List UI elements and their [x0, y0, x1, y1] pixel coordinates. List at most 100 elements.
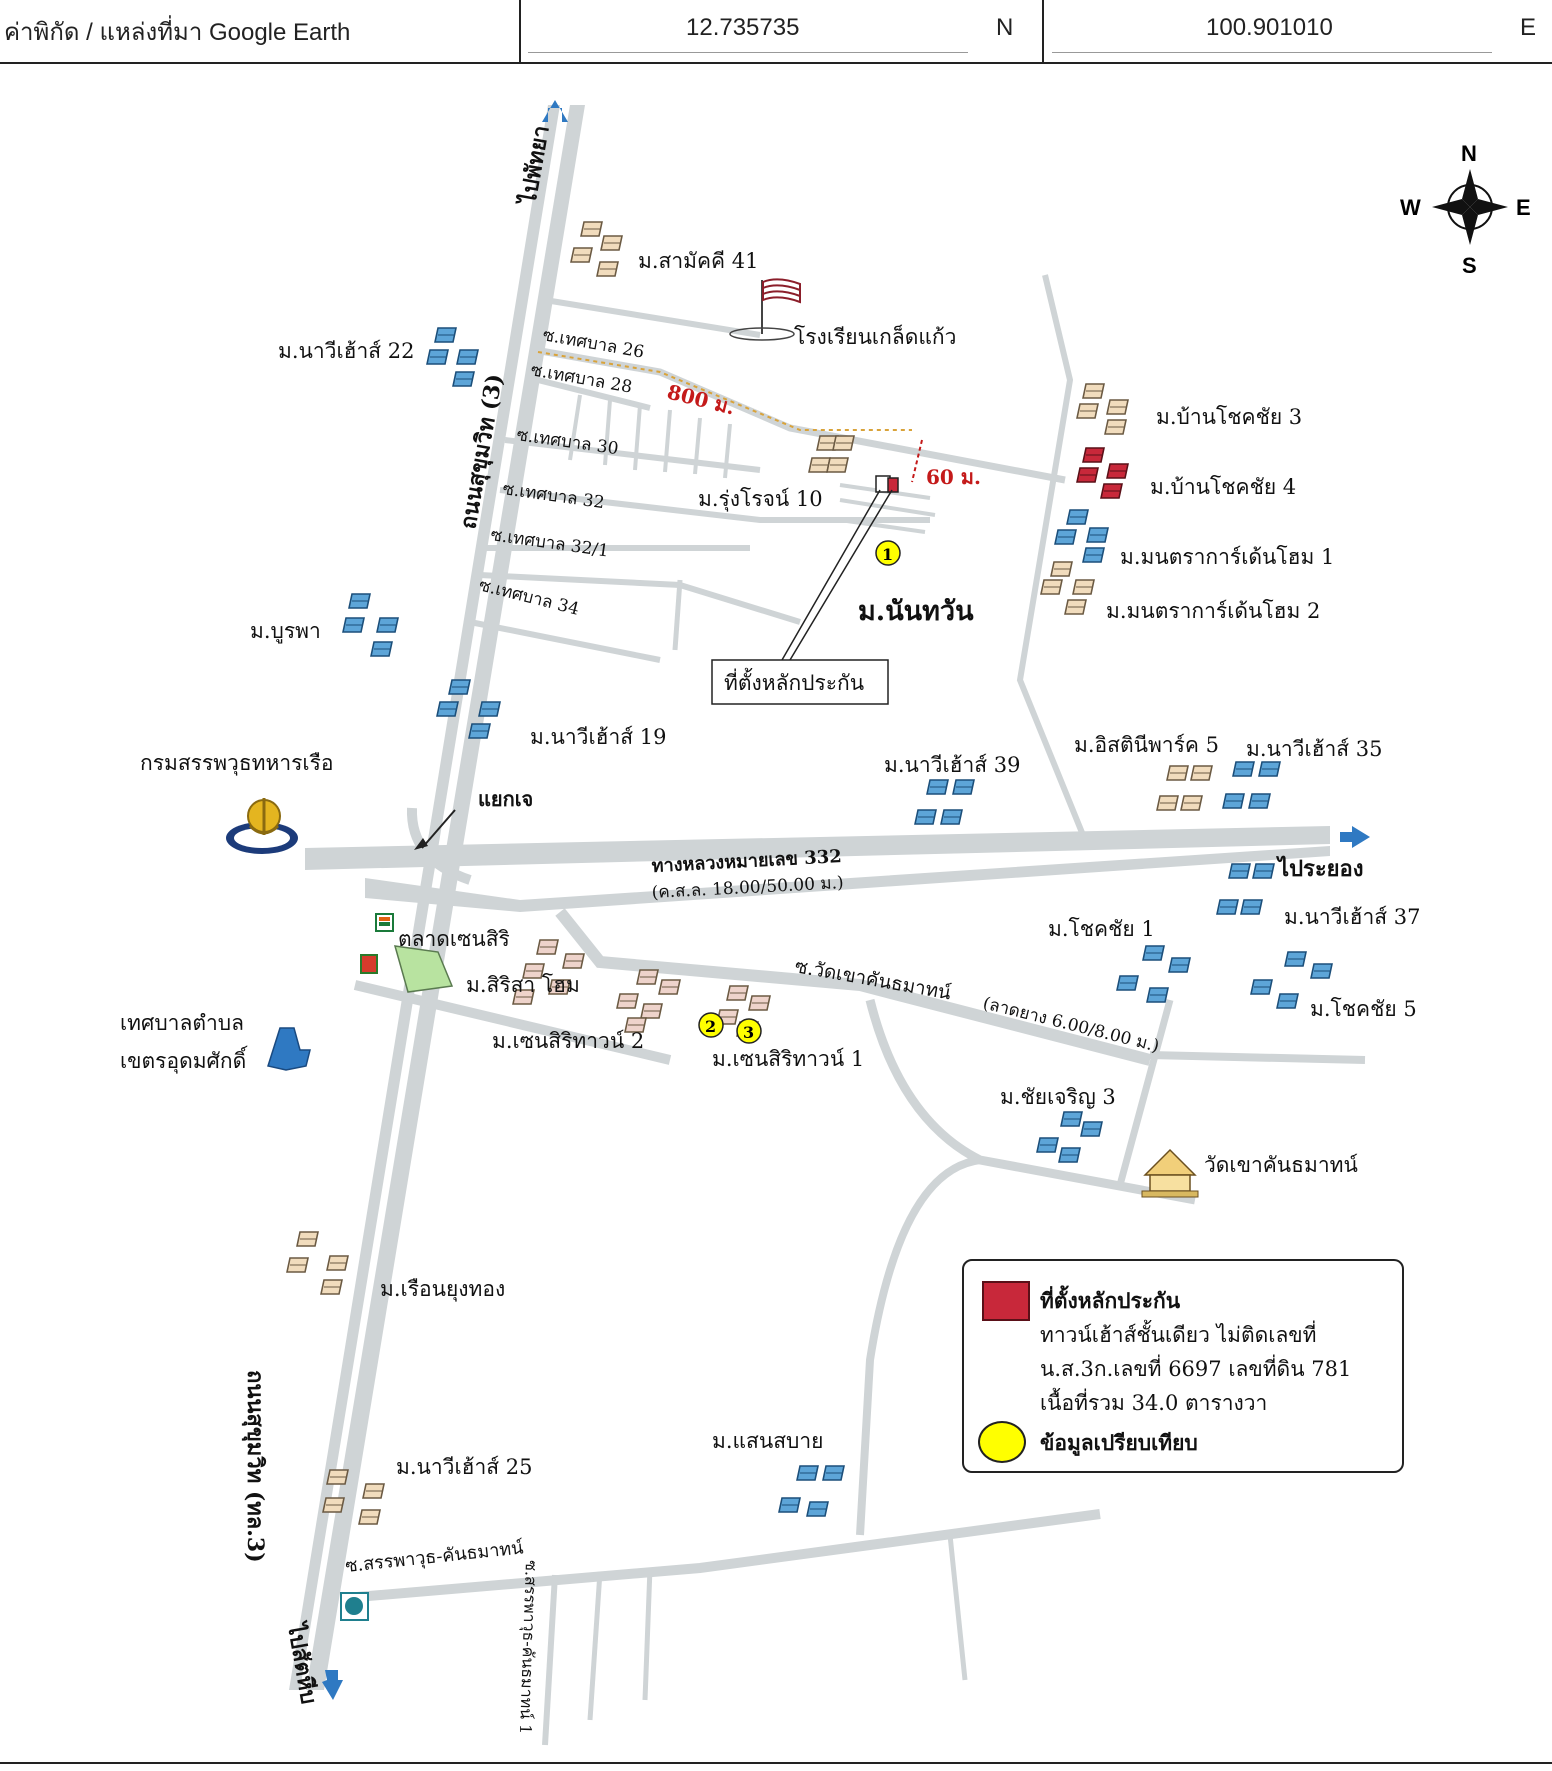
sanphawut-road: [344, 1509, 1101, 1603]
flag-icon: [729, 278, 801, 341]
direction-arrows: [322, 100, 1370, 1700]
arrow-south-icon: [322, 1670, 343, 1700]
map-legend: ที่ตั้งหลักประกัน ทาวน์เฮ้าส์ชั้นเดียว ไ…: [962, 1259, 1404, 1473]
compass-w: W: [1400, 195, 1421, 220]
label-to-rayong: ไประยอง: [1276, 855, 1364, 882]
label-collateral-site: ที่ตั้งหลักประกัน: [724, 668, 864, 695]
label-chokchai-4: ม.บ้านโชคชัย 4: [1150, 475, 1296, 499]
legend-line-2: น.ส.3ก.เลขที่ 6697 เลขที่ดิน 781: [1040, 1357, 1352, 1381]
comparison-marker-3: [736, 1018, 762, 1044]
latitude-underline: [528, 52, 968, 53]
school-road: [544, 297, 761, 338]
highway-332: [305, 826, 1330, 870]
label-chokchai-1: ม.โชคชัย 1: [1048, 917, 1155, 941]
sensiri-road: [353, 980, 672, 1065]
collateral-site-red-marker: [887, 477, 899, 493]
label-municipality-line1: เทศบาลตำบล: [120, 1011, 244, 1035]
comparison-markers: 1 2 3: [698, 540, 901, 1044]
houses-sensiri-2: [616, 969, 681, 1033]
latitude-direction: N: [996, 14, 1014, 41]
label-sensiri-2: ม.เซนสิริทาวน์ 2: [492, 1029, 644, 1053]
label-montra-2: ม.มนตราการ์เด้นโฮม 2: [1106, 599, 1320, 623]
legend-collateral-swatch: [982, 1281, 1030, 1321]
comparison-marker-2: [698, 1012, 724, 1038]
location-map: N S E W: [120, 100, 1531, 1746]
label-highway-332-width: (ค.ส.ล. 18.00/50.00 ม.): [651, 873, 844, 903]
houses-nawi-22: [426, 327, 479, 387]
label-distance-800m: 800 ม.: [665, 380, 738, 420]
arrow-east-icon: [1340, 826, 1370, 848]
label-burapha: ม.บูรพา: [250, 619, 321, 644]
temple-icon: [1141, 1148, 1199, 1198]
houses-montra-2: [1040, 561, 1095, 615]
label-school: โรงเรียนเกล็ดแก้ว: [794, 323, 956, 349]
chokchai-road: [1149, 1051, 1366, 1064]
label-nawi-22: ม.นาวีเฮ้าส์ 22: [278, 339, 414, 363]
sanphawut-soi: [642, 1567, 653, 1701]
legend-title: ที่ตั้งหลักประกัน: [1040, 1288, 1181, 1313]
label-municipality-line2: เขตรอุดมศักดิ์: [120, 1045, 248, 1074]
landmarks: [226, 278, 1199, 1621]
company-logo-icon: [340, 1592, 369, 1621]
label-nawi-19: ม.นาวีเฮ้าส์ 19: [530, 725, 666, 749]
wat-road: [555, 908, 1152, 1066]
label-ordnance: กรมสรรพวุธทหารเรือ: [140, 751, 334, 776]
route-800m-line: [537, 351, 912, 431]
houses-chokchai-1: [1116, 945, 1191, 1003]
houses-saensabai: [778, 1465, 845, 1517]
label-rungrot-10: ม.รุ่งโรจน์ 10: [698, 487, 823, 512]
collateral-callout-box: [711, 659, 889, 705]
label-nawi-35: ม.นาวีเฮ้าส์ 35: [1246, 737, 1382, 761]
label-sukhumvit-south: ถนนสุขุมวิท (ทล.3): [241, 1370, 268, 1563]
compass-e: E: [1516, 195, 1531, 220]
chaicharoen-road: [1116, 999, 1174, 1186]
sanphawut-soi: [587, 1571, 603, 1721]
label-nawi-39: ม.นาวีเฮ้าส์ 39: [884, 753, 1020, 777]
sanphawut-soi: [947, 1534, 968, 1681]
road-network: [289, 105, 1366, 1746]
houses-nawi-37: [1216, 863, 1275, 915]
longitude-value: 100.901010: [1206, 14, 1333, 41]
legend-comparison-swatch: [978, 1421, 1026, 1463]
houses-chokchai-3: [1076, 383, 1129, 435]
soi-thetsaban-30: [504, 437, 761, 473]
label-samakkhi-41: ม.สามัคคี 41: [638, 249, 758, 273]
longitude-underline: [1052, 52, 1492, 53]
houses-samakkhi-41: [570, 221, 623, 277]
latitude-value: 12.735735: [686, 14, 800, 41]
label-montra-1: ม.มนตราการ์เด้นโฮม 1: [1120, 545, 1334, 569]
label-ruenyung-thong: ม.เรือนยุงทอง: [380, 1277, 505, 1302]
houses-isstini-5: [1156, 765, 1213, 811]
label-sensiri-1: ม.เซนสิริทาวน์ 1: [712, 1047, 864, 1071]
navy-emblem-icon: [226, 798, 298, 854]
market-building-icon: [393, 945, 454, 993]
label-temple: วัดเขาคันธมาทน์: [1204, 1153, 1358, 1177]
route-60m-line: [911, 439, 923, 483]
label-market: ตลาดเซนสิริ: [398, 927, 510, 951]
junction-pointer: [421, 809, 456, 849]
label-junction: แยกเจ: [478, 787, 533, 811]
longitude-direction: E: [1520, 14, 1537, 41]
legend-comparison: ข้อมูลเปรียบเทียบ: [1040, 1430, 1198, 1455]
label-chaicharoen-3: ม.ชัยเจริญ 3: [1000, 1085, 1116, 1109]
connector-soi: [672, 579, 683, 651]
callout-line: [789, 489, 893, 661]
arrow-north-icon: [542, 100, 568, 122]
houses-chokchai-4: [1076, 447, 1129, 499]
comparison-marker-1: [875, 540, 901, 566]
comparison-marker-2-label: 2: [705, 1017, 716, 1036]
houses-burapha: [342, 593, 399, 657]
callout-line: [781, 489, 881, 661]
compass-rose: N S E W: [1400, 141, 1531, 278]
label-soi-30: ซ.เทศบาล 30: [515, 425, 619, 459]
houses-montra-1: [1054, 509, 1109, 563]
compass-s: S: [1462, 253, 1477, 278]
temple-road: [865, 998, 1196, 1205]
junction-pointer-tip-icon: [414, 838, 428, 850]
municipality-building-icon: [267, 1027, 311, 1071]
comparison-marker-3-label: 3: [743, 1023, 754, 1042]
houses-nawi-39: [914, 779, 975, 825]
comparison-marker-1-label: 1: [882, 545, 893, 564]
label-nawi-25: ม.นาวีเฮ้าส์ 25: [396, 1455, 532, 1479]
houses-nawi-35: [1222, 761, 1281, 809]
